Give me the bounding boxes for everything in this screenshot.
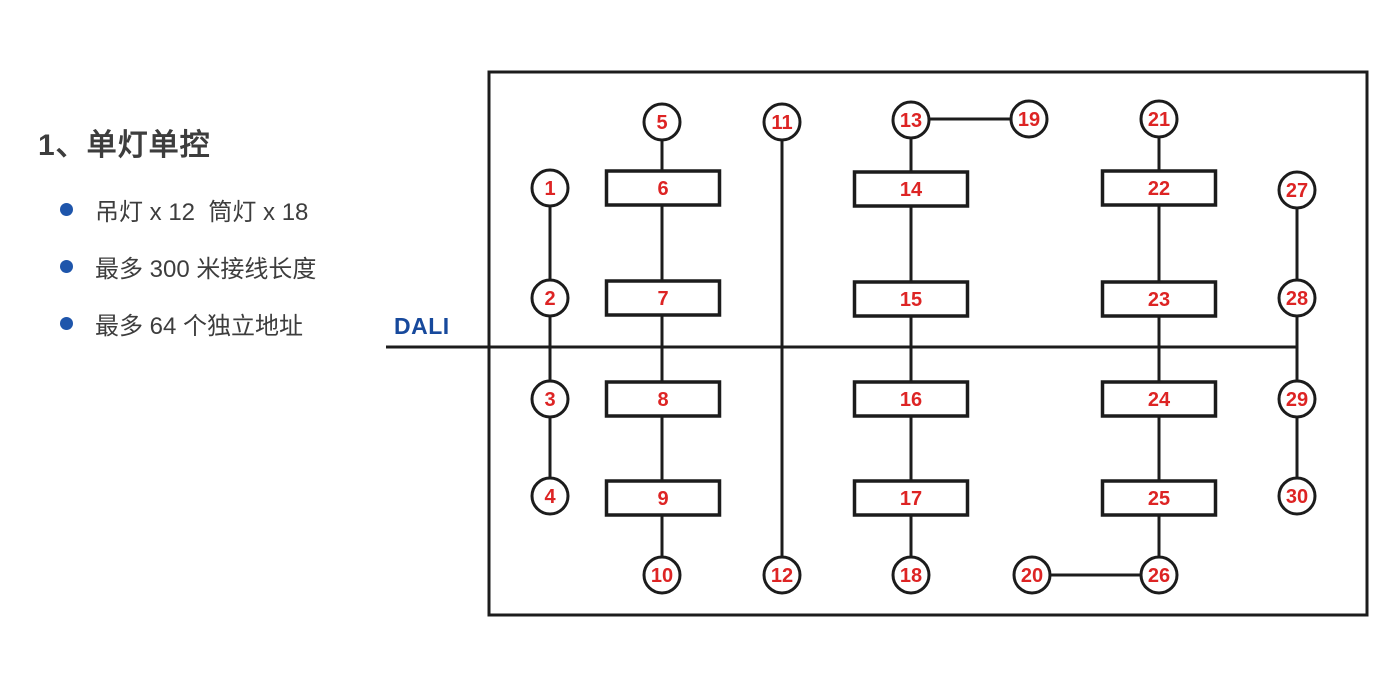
pendant-number-9: 9 bbox=[657, 488, 668, 510]
lamp-circle-28 bbox=[1277, 278, 1317, 318]
lamp-circle-13 bbox=[891, 100, 931, 140]
bullet-list: 吊灯 x 12 筒灯 x 18 最多 300 米接线长度 最多 64 个独立地址 bbox=[38, 192, 438, 341]
pendant-number-22: 22 bbox=[1148, 178, 1170, 200]
lamp-number-20: 20 bbox=[1021, 565, 1043, 587]
lamp-number-30: 30 bbox=[1286, 486, 1308, 508]
pendant-number-14: 14 bbox=[900, 179, 923, 201]
lamp-number-19: 19 bbox=[1018, 109, 1040, 131]
bullet-item-wire-length: 最多 300 米接线长度 bbox=[60, 249, 438, 284]
pendant-number-7: 7 bbox=[657, 288, 668, 310]
lamp-number-28: 28 bbox=[1286, 288, 1308, 310]
lamp-number-26: 26 bbox=[1148, 565, 1170, 587]
lamp-circle-19 bbox=[1009, 99, 1049, 139]
lamp-circle-1 bbox=[530, 168, 570, 208]
lamp-circle-29 bbox=[1277, 379, 1317, 419]
lamp-number-3: 3 bbox=[544, 389, 555, 411]
pendant-number-25: 25 bbox=[1148, 488, 1170, 510]
dali-bus-label: DALI bbox=[394, 313, 450, 339]
lamp-number-10: 10 bbox=[651, 565, 673, 587]
lamp-circle-2 bbox=[530, 278, 570, 318]
pendant-number-15: 15 bbox=[900, 289, 922, 311]
bullet-dot-icon bbox=[60, 317, 73, 330]
pendant-rect-25 bbox=[1100, 479, 1218, 517]
bullet-dot-icon bbox=[60, 203, 73, 216]
lamp-circle-5 bbox=[642, 102, 682, 142]
lamp-circle-20 bbox=[1012, 555, 1052, 595]
lamp-number-2: 2 bbox=[544, 288, 555, 310]
pendant-number-24: 24 bbox=[1148, 389, 1171, 411]
lamp-circle-3 bbox=[530, 379, 570, 419]
lamp-number-11: 11 bbox=[771, 112, 792, 134]
pendant-rect-22 bbox=[1100, 169, 1218, 207]
bullet-text: 最多 64 个独立地址 bbox=[95, 313, 304, 340]
lamp-circle-26 bbox=[1139, 555, 1179, 595]
bullet-dot-icon bbox=[60, 260, 73, 273]
lamp-circle-4 bbox=[530, 476, 570, 516]
bullet-text: 吊灯 x 12 筒灯 x 18 bbox=[95, 199, 309, 226]
bullet-item-lamp-counts: 吊灯 x 12 筒灯 x 18 bbox=[60, 192, 438, 227]
lamp-circle-12 bbox=[762, 555, 802, 595]
pendant-number-8: 8 bbox=[657, 389, 668, 411]
lamp-circle-11 bbox=[762, 102, 802, 142]
lamp-number-13: 13 bbox=[900, 110, 922, 132]
bullet-text: 最多 300 米接线长度 bbox=[95, 256, 317, 283]
pendant-rect-17 bbox=[852, 479, 970, 517]
pendant-number-16: 16 bbox=[900, 389, 922, 411]
section-title: 1、单灯单控 bbox=[38, 129, 211, 162]
lamp-circle-27 bbox=[1277, 170, 1317, 210]
lamp-number-21: 21 bbox=[1148, 109, 1170, 131]
pendant-rect-23 bbox=[1100, 280, 1218, 318]
bullet-item-addresses: 最多 64 个独立地址 bbox=[60, 306, 438, 341]
lamp-circle-10 bbox=[642, 555, 682, 595]
lamp-number-12: 12 bbox=[771, 565, 793, 587]
lamp-circle-30 bbox=[1277, 476, 1317, 516]
pendant-rect-6 bbox=[604, 169, 722, 207]
lamp-number-4: 4 bbox=[544, 486, 556, 508]
info-panel: 1、单灯单控 吊灯 x 12 筒灯 x 18 最多 300 米接线长度 最多 6… bbox=[38, 120, 438, 363]
pendant-number-17: 17 bbox=[900, 488, 922, 510]
pendant-rect-9 bbox=[604, 479, 722, 517]
lamp-number-29: 29 bbox=[1286, 389, 1308, 411]
lamp-number-5: 5 bbox=[656, 112, 667, 134]
lamp-number-27: 27 bbox=[1286, 180, 1308, 202]
pendant-rect-16 bbox=[852, 380, 970, 418]
lamp-circle-21 bbox=[1139, 99, 1179, 139]
lamp-number-18: 18 bbox=[900, 565, 922, 587]
pendant-rect-24 bbox=[1100, 380, 1218, 418]
pendant-rect-14 bbox=[852, 170, 970, 208]
pendant-rect-15 bbox=[852, 280, 970, 318]
lamp-number-1: 1 bbox=[544, 178, 555, 200]
pendant-rect-8 bbox=[604, 380, 722, 418]
lamp-circle-18 bbox=[891, 555, 931, 595]
pendant-rect-7 bbox=[604, 279, 722, 317]
pendant-number-23: 23 bbox=[1148, 289, 1170, 311]
pendant-number-6: 6 bbox=[657, 178, 668, 200]
diagram-border bbox=[487, 70, 1369, 617]
